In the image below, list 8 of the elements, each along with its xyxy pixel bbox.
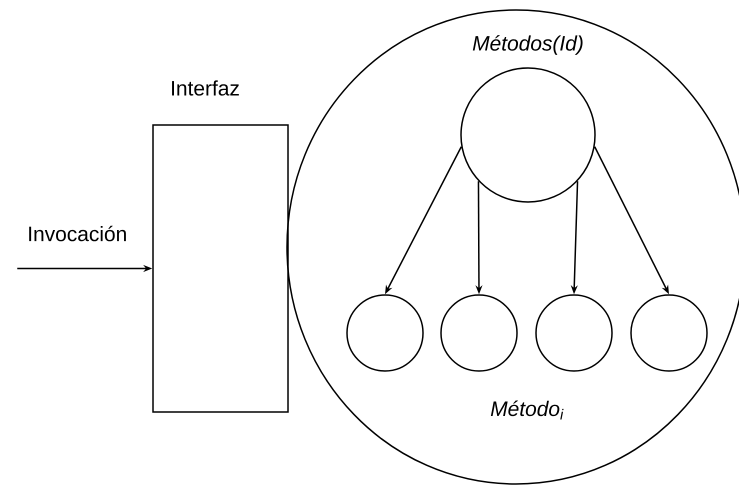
box-title: Interfaz (172, 80, 239, 96)
circle (535, 294, 613, 372)
circle (440, 294, 518, 372)
object-label: Método$_{i}$ (490, 400, 564, 420)
circle (630, 294, 708, 372)
edge-label: Invocación (29, 226, 126, 242)
circle (346, 294, 424, 372)
method-title: Métodos(Id) (472, 35, 583, 55)
